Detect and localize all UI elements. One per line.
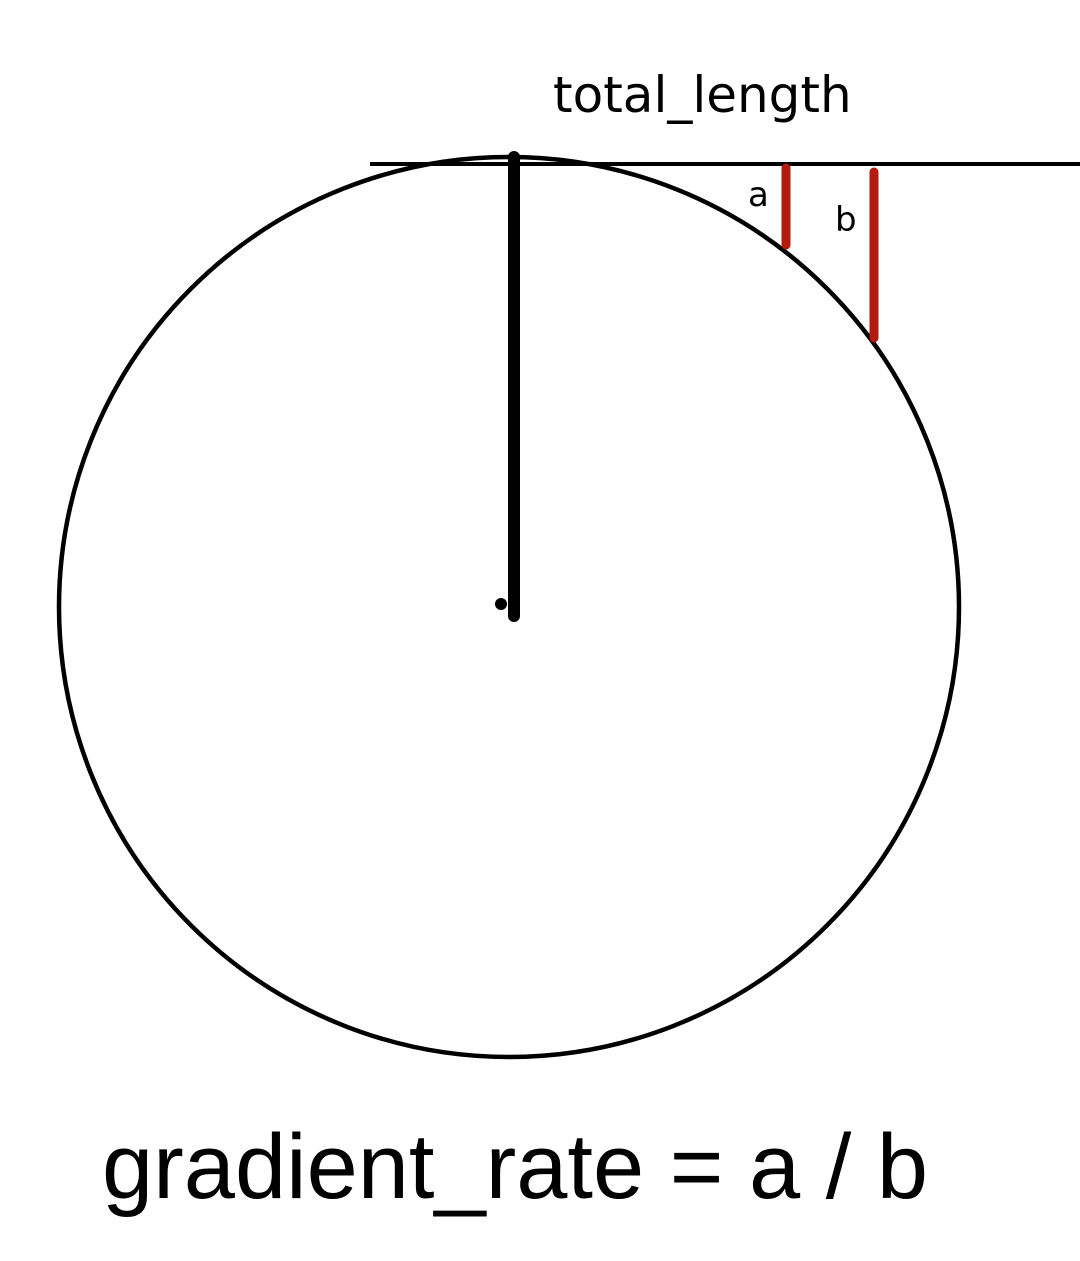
label-a: a — [748, 175, 769, 215]
label-total-length: total_length — [553, 66, 852, 124]
formula-text: gradient_rate = a / b — [102, 1116, 928, 1218]
label-b: b — [835, 200, 857, 240]
center-point — [495, 598, 507, 610]
